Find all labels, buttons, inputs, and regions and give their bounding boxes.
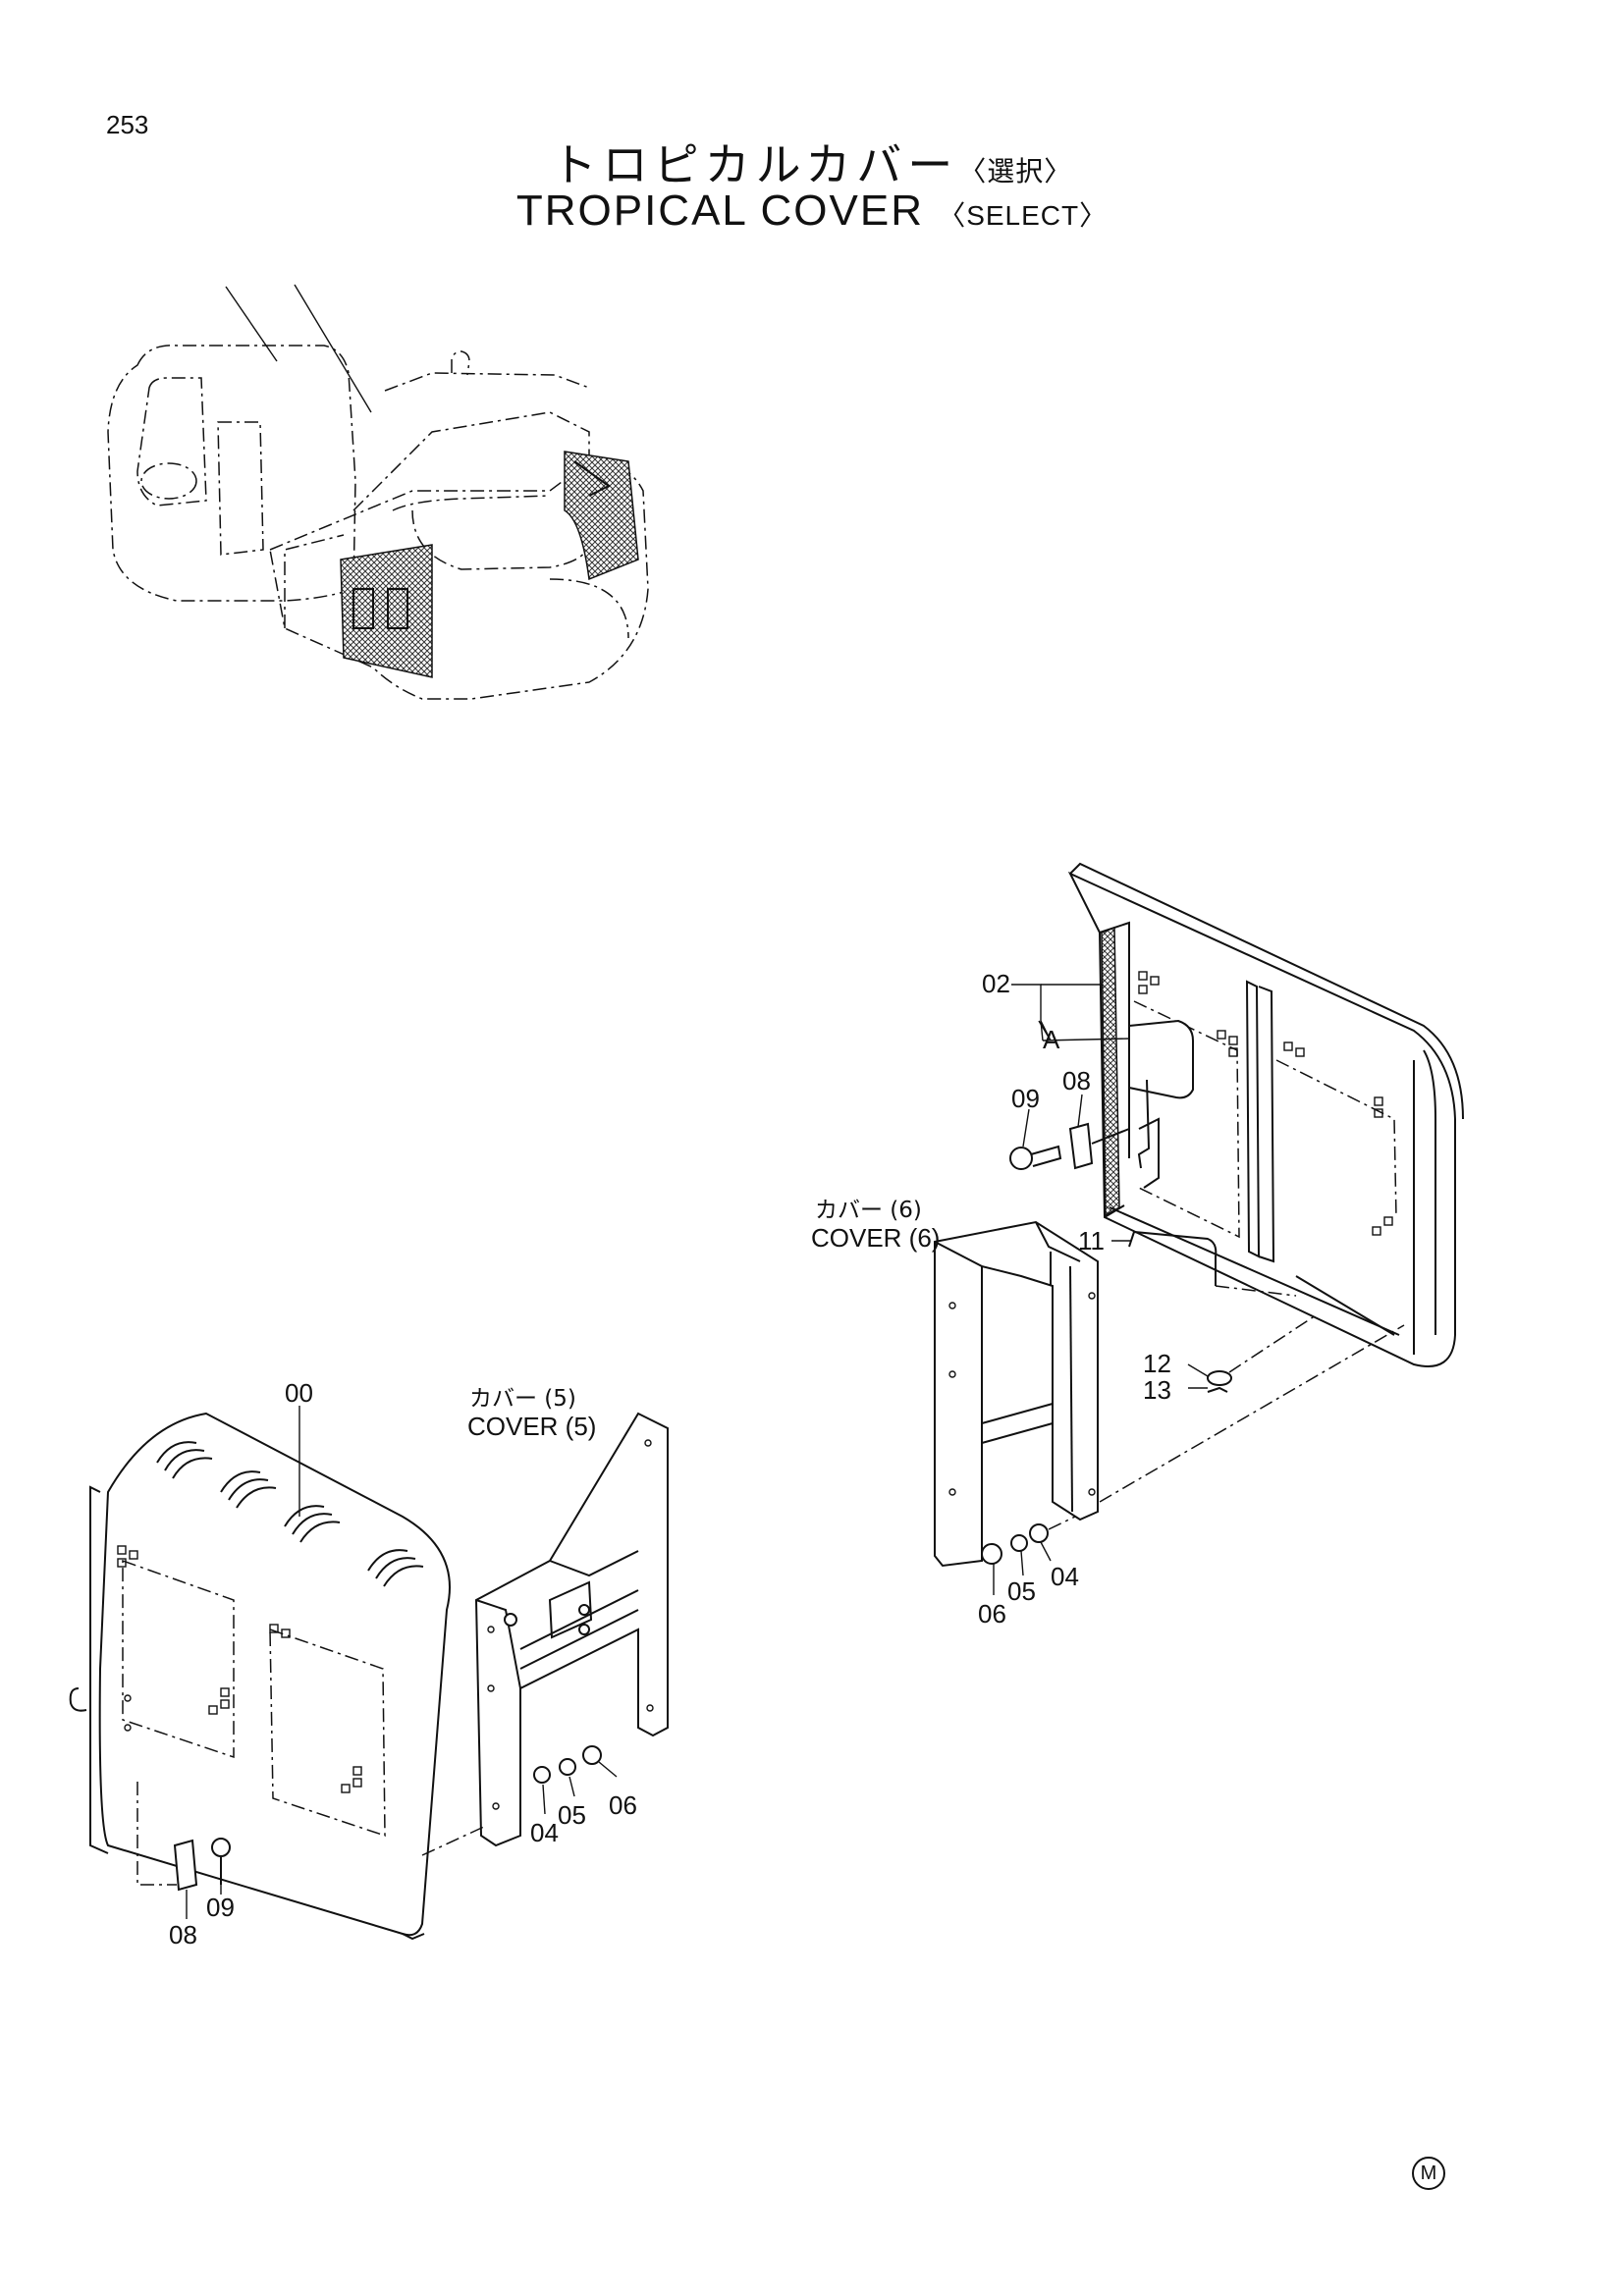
- callout-02-right: 02: [982, 969, 1010, 998]
- callout-08-right: 08: [1062, 1066, 1091, 1095]
- callout-06-left: 06: [609, 1790, 637, 1820]
- panel-vent-marks: [1138, 971, 1393, 1236]
- title-jp-select: 〈選択〉: [958, 155, 1073, 187]
- machine-overview: [107, 284, 649, 700]
- callout-09-left: 09: [206, 1893, 235, 1922]
- callout-cover5-jp: カバー (5): [469, 1386, 576, 1412]
- panel-ribs: [156, 1441, 424, 1587]
- page-number: 253: [106, 110, 149, 139]
- callout-05-right: 05: [1007, 1576, 1036, 1606]
- callout-09-right: 09: [1011, 1084, 1040, 1113]
- corner-mark: M: [1412, 2157, 1445, 2190]
- title-en-select: 〈SELECT〉: [938, 200, 1109, 231]
- callout-cover6-en: COVER (6): [811, 1223, 940, 1253]
- callout-05-left: 05: [558, 1800, 586, 1830]
- callout-13: 13: [1143, 1375, 1171, 1405]
- callout-04-left: 04: [530, 1818, 559, 1847]
- callouts-left: 00 カバー (5) COVER (5) 04 05 06 08 09: [169, 1378, 637, 1949]
- callout-11: 11: [1078, 1226, 1105, 1255]
- title-english: TROPICAL COVER 〈SELECT〉: [0, 187, 1624, 236]
- callout-cover6-jp: カバー (6): [815, 1198, 922, 1223]
- callout-A: A: [1043, 1025, 1060, 1054]
- panel-vent-marks-left: [117, 1545, 362, 1793]
- title-japanese: トロピカルカバー〈選択〉: [0, 130, 1624, 194]
- right-cover-assembly: [934, 862, 1464, 1595]
- callouts-right: 02 A 08 09 カバー (6) COVER (6) 11 12 13 04…: [811, 969, 1171, 1629]
- callout-08-left: 08: [169, 1920, 197, 1949]
- callout-06-right: 06: [978, 1599, 1006, 1629]
- callout-04-right: 04: [1051, 1562, 1079, 1591]
- title-en-text: TROPICAL COVER: [515, 187, 924, 235]
- title-jp-text: トロピカルカバー: [551, 138, 959, 191]
- callout-cover5-en: COVER (5): [467, 1412, 596, 1441]
- callout-00: 00: [285, 1378, 313, 1408]
- left-cover-assembly: [69, 1406, 669, 1941]
- callout-12: 12: [1143, 1349, 1171, 1378]
